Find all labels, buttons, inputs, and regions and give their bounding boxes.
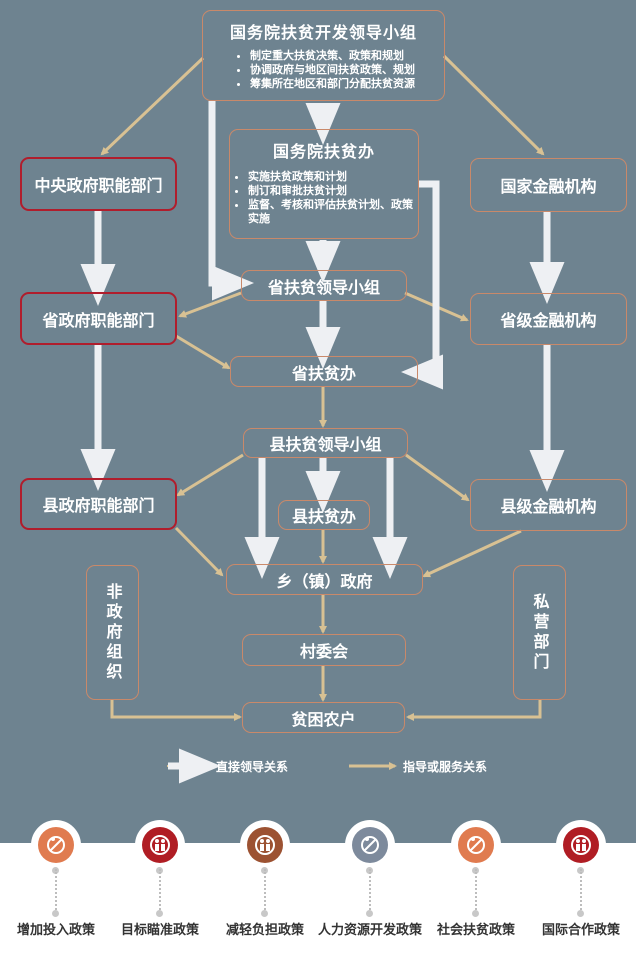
connector-dot [366, 910, 373, 917]
duty-item: 制订和审批扶贫计划 [248, 184, 418, 198]
org-diagram: 国务院扶贫开发领导小组 制定重大扶贫决策、政策和规划 协调政府与地区间扶贫政策、… [0, 0, 636, 843]
county-poverty-office: 县扶贫办 [278, 500, 370, 530]
central-gov-departments: 中央政府职能部门 [20, 157, 177, 211]
policy-item: 人力资源开发政策 [318, 823, 422, 960]
poor-farmers: 贫困农户 [242, 702, 405, 733]
village-committee: 村委会 [242, 634, 406, 666]
policy-icon-ring [454, 823, 498, 867]
legend-direct-label: 直接领导关系 [216, 760, 289, 774]
duty-item: 实施扶贫政策和计划 [248, 170, 418, 184]
connector-dot [577, 910, 584, 917]
state-council-leading-group: 国务院扶贫开发领导小组 制定重大扶贫决策、政策和规划 协调政府与地区间扶贫政策、… [202, 10, 445, 101]
connector-line [55, 869, 57, 914]
policy-label: 减轻负担政策 [225, 923, 304, 938]
policy-icon-ring [348, 823, 392, 867]
duty-item: 协调政府与地区间扶贫政策、规划 [250, 63, 415, 77]
no-entry-person-icon [352, 827, 388, 863]
arrow-layer [80, 54, 565, 784]
duty-item: 制定重大扶贫决策、政策和规划 [250, 49, 415, 63]
policy-label: 增加投入政策 [16, 923, 95, 938]
people-group-icon [247, 827, 283, 863]
private-sector-box: 私营部门 [513, 565, 566, 700]
connector-dot [156, 910, 163, 917]
ngo-label: 非政府组织 [103, 582, 123, 683]
poverty-office-title: 国务院扶贫办 [272, 142, 375, 161]
no-entry-person-icon [38, 827, 74, 863]
national-financial-institutions: 国家金融机构 [470, 158, 627, 212]
policy-item: 增加投入政策 [6, 823, 106, 960]
connector-line [369, 869, 371, 914]
policy-item: 国际合作政策 [531, 823, 631, 960]
provincial-leading-group: 省扶贫领导小组 [241, 270, 407, 301]
county-leading-group: 县扶贫领导小组 [243, 428, 408, 458]
people-group-icon [563, 827, 599, 863]
connector-line [580, 869, 582, 914]
county-financial-institutions: 县级金融机构 [470, 479, 627, 531]
legend-guidance-label: 指导或服务关系 [403, 760, 488, 774]
private-sector-label: 私营部门 [530, 592, 550, 673]
policy-item: 目标瞄准政策 [110, 823, 210, 960]
policy-label: 国际合作政策 [541, 923, 620, 938]
people-group-icon [142, 827, 178, 863]
provincial-financial-institutions: 省级金融机构 [470, 293, 627, 345]
state-council-leading-group-title: 国务院扶贫开发领导小组 [229, 23, 417, 42]
policy-icon-ring [243, 823, 287, 867]
duty-item: 筹集所在地区和部门分配扶贫资源 [250, 77, 415, 91]
connector-dot [472, 910, 479, 917]
policy-icon-ring [559, 823, 603, 867]
no-entry-person-icon [458, 827, 494, 863]
policy-label: 目标瞄准政策 [120, 923, 199, 938]
policy-icon-ring [34, 823, 78, 867]
connector-line [475, 869, 477, 914]
connector-dot [52, 910, 59, 917]
policy-label: 人力资源开发政策 [317, 923, 422, 938]
provincial-gov-departments: 省政府职能部门 [20, 292, 177, 345]
state-council-poverty-office: 国务院扶贫办 实施扶贫政策和计划 制订和审批扶贫计划 监督、考核和评估扶贫计划、… [229, 129, 419, 239]
connector-line [159, 869, 161, 914]
policy-icon-ring [138, 823, 182, 867]
duty-item: 监督、考核和评估扶贫计划、政策实施 [248, 198, 418, 226]
ngo-box: 非政府组织 [86, 565, 139, 700]
policy-item: 减轻负担政策 [215, 823, 315, 960]
leading-group-duties: 制定重大扶贫决策、政策和规划 协调政府与地区间扶贫政策、规划 筹集所在地区和部门… [232, 49, 415, 91]
direct-arrows [80, 101, 565, 784]
policy-strip: 增加投入政策 目标瞄准政策 减轻负担政策 人力资源开 [0, 823, 636, 960]
policy-label: 社会扶贫政策 [436, 923, 515, 938]
provincial-poverty-office: 省扶贫办 [230, 356, 418, 387]
guidance-arrows [100, 54, 545, 770]
connector-line [264, 869, 266, 914]
policy-item: 社会扶贫政策 [426, 823, 526, 960]
township-government: 乡（镇）政府 [226, 564, 423, 595]
county-gov-departments: 县政府职能部门 [20, 478, 177, 530]
connector-dot [261, 910, 268, 917]
poverty-office-duties: 实施扶贫政策和计划 制订和审批扶贫计划 监督、考核和评估扶贫计划、政策实施 [230, 170, 418, 226]
